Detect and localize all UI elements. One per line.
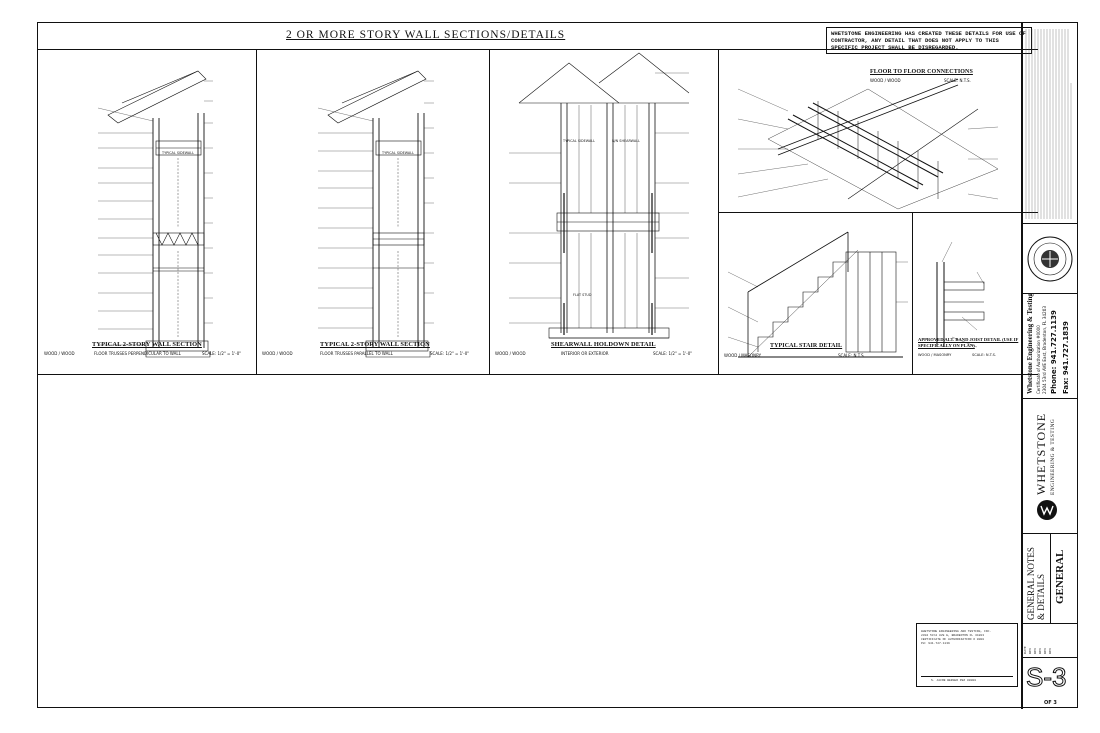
company-address: 2304 53rd AVE East, Bradenton, FL 34203 xyxy=(1042,305,1047,394)
detail-4-scale: SCALE: N.T.S. xyxy=(944,78,971,83)
col-divider-3 xyxy=(718,49,719,374)
engineer-seal-icon xyxy=(1027,236,1073,282)
floor-connection-drawing xyxy=(737,78,999,210)
detail-row-bottom xyxy=(38,374,1038,375)
detail-4-material: WOOD / WOOD xyxy=(870,78,901,83)
title-block-divider xyxy=(1021,23,1023,709)
detail-2-caption: TYPICAL 2-STORY WALL SECTION WOOD / WOOD… xyxy=(260,341,486,371)
stamp-line-2: 2304 53rd AVE E, BRADENTON FL 34203 xyxy=(921,634,985,637)
drawing-sheet: 2 OR MORE STORY WALL SECTIONS/DETAILS WH… xyxy=(37,22,1079,709)
sheet-number: S-3 xyxy=(1025,662,1067,693)
detail-6-scale: SCALE: N.T.S. xyxy=(972,353,997,357)
notes-text-lines xyxy=(1025,29,1072,219)
detail-3-title: SHEARWALL HOLDOWN DETAIL xyxy=(551,341,656,348)
right-row-divider xyxy=(718,212,1038,213)
col-divider-4 xyxy=(912,212,913,374)
detail-1-title: TYPICAL 2-STORY WALL SECTION xyxy=(92,341,202,348)
revision-block: DATE REV REV REV REV REV xyxy=(1022,623,1078,657)
detail-5-title: TYPICAL STAIR DETAIL xyxy=(770,343,843,349)
logo-block: WHETSTONE ENGINEERING & TESTING xyxy=(1022,398,1078,533)
top-divider xyxy=(38,49,1038,50)
band-joist-drawing xyxy=(936,241,985,348)
wall-section-1-drawing xyxy=(97,70,213,358)
stamp-divider xyxy=(921,676,1013,677)
sheet-of: OF 3 xyxy=(1044,700,1057,706)
shearwall-flat-stud-label: FLAT STUD xyxy=(573,293,592,297)
general-notes-block xyxy=(1022,23,1077,223)
engineer-name: S. JACOB BERGER PE# 00000 xyxy=(931,679,977,682)
detail-1-material: WOOD / WOOD xyxy=(44,351,75,356)
sheet-title: 2 OR MORE STORY WALL SECTIONS/DETAILS xyxy=(286,29,566,41)
detail-2-title: TYPICAL 2-STORY WALL SECTION xyxy=(320,341,430,348)
seal-block xyxy=(1022,223,1078,293)
detail-2-scale: SCALE: 1/2" = 1'-0" xyxy=(430,351,470,356)
company-block: Whetstone Engineering & Testing Certific… xyxy=(1022,293,1078,398)
detail-1-caption: TYPICAL 2-STORY WALL SECTION WOOD / WOOD… xyxy=(42,341,254,371)
detail-6-material: WOOD / MASONRY xyxy=(918,353,952,357)
detail-6-title: APPROVED ALT. BAND JOIST DETAIL (USE IF … xyxy=(918,337,1019,348)
detail-3-caption: SHEARWALL HOLDOWN DETAIL WOOD / WOOD INT… xyxy=(493,341,715,371)
detail-1-note: FLOOR TRUSSES PERPENDICULAR TO WALL xyxy=(94,351,181,356)
engineer-stamp-box: WHETSTONE ENGINEERING AND TESTING, INC. … xyxy=(916,623,1018,687)
detail-2-note: FLOOR TRUSSES PARALLEL TO WALL xyxy=(320,351,393,356)
sheet-number-block: S-3 OF 3 xyxy=(1022,657,1078,709)
logo-name: WHETSTONE xyxy=(1034,412,1048,495)
shearwall-nn-label: N/N SHEARWALL xyxy=(612,139,640,143)
disclaimer-box: WHETSTONE ENGINEERING HAS CREATED THESE … xyxy=(826,27,1032,54)
detail-3-scale: SCALE: 1/2" = 1'-0" xyxy=(653,351,693,356)
company-cert: Certificate of Authorization #0000 xyxy=(1036,325,1041,394)
detail-6-caption: APPROVED ALT. BAND JOIST DETAIL (USE IF … xyxy=(916,337,1020,371)
stamp-line-3: CERTIFICATE OF AUTHORIZATION # 0000 xyxy=(921,638,985,641)
title-block: Whetstone Engineering & Testing Certific… xyxy=(1022,23,1079,709)
shearwall-sidewall-label: TYPICAL SIDEWALL xyxy=(563,139,596,143)
sidewall-label-1: TYPICAL SIDEWALL xyxy=(162,151,195,155)
detail-3-note: INTERIOR OR EXTERIOR xyxy=(561,351,609,356)
stamp-line-4: PH: 941.727.1139 xyxy=(921,642,950,645)
wall-section-2-drawing xyxy=(317,70,434,358)
stair-drawing xyxy=(727,231,908,358)
sheet-name-block: GENERAL NOTES & DETAILS GENERAL xyxy=(1022,533,1078,624)
detail-5-material: WOOD / MASONRY xyxy=(724,353,762,358)
company-name: Whetstone Engineering & Testing xyxy=(1026,293,1034,394)
detail-3-material: WOOD / WOOD xyxy=(495,351,526,356)
col-divider-1 xyxy=(256,49,257,374)
detail-2-material: WOOD / WOOD xyxy=(262,351,293,356)
company-phone: Phone: 941.727.1139 xyxy=(1050,310,1058,394)
company-fax: Fax: 941.727.1839 xyxy=(1062,321,1070,394)
sheet-category: GENERAL xyxy=(1054,549,1066,604)
detail-4-title: FLOOR TO FLOOR CONNECTIONS xyxy=(870,69,973,75)
sheet-name: GENERAL NOTES & DETAILS xyxy=(1026,547,1046,620)
col-divider-2 xyxy=(489,49,490,374)
whetstone-logo-icon xyxy=(1037,500,1057,520)
rev-row-6: REV xyxy=(1048,647,1052,654)
logo-subtitle: ENGINEERING & TESTING xyxy=(1050,418,1056,495)
sidewall-label-2: TYPICAL SIDEWALL xyxy=(382,151,415,155)
sheet-name-divider xyxy=(1050,534,1051,624)
shearwall-drawing xyxy=(509,52,690,339)
disclaimer-text: WHETSTONE ENGINEERING HAS CREATED THESE … xyxy=(831,30,1026,51)
detail-5-caption: TYPICAL STAIR DETAIL WOOD / MASONRY SCAL… xyxy=(722,343,910,371)
detail-4-caption: FLOOR TO FLOOR CONNECTIONS WOOD / WOOD S… xyxy=(798,69,978,89)
stamp-line-1: WHETSTONE ENGINEERING AND TESTING, INC. xyxy=(921,630,992,633)
detail-5-scale: SCALE: N.T.S. xyxy=(838,353,865,358)
detail-1-scale: SCALE: 1/2" = 1'-0" xyxy=(202,351,242,356)
